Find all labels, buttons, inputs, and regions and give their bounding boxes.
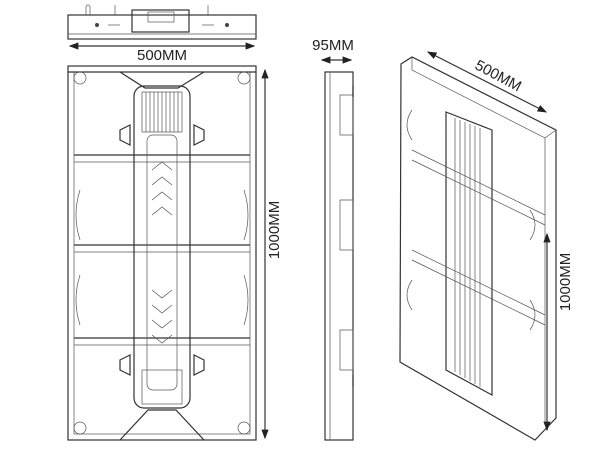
side-view: 95MM	[312, 37, 354, 441]
front-height-label: 1000MM	[266, 201, 283, 259]
isometric-view: 500MM 1000MM	[399, 51, 574, 441]
iso-width-label: 500MM	[472, 57, 524, 95]
iso-height-label: 1000MM	[557, 253, 574, 311]
top-view: 500MM	[67, 4, 257, 64]
top-width-label: 500MM	[137, 47, 187, 64]
iso-width-arrow	[426, 51, 548, 113]
side-depth-label: 95MM	[312, 37, 354, 54]
front-view: 1000MM	[67, 65, 283, 441]
